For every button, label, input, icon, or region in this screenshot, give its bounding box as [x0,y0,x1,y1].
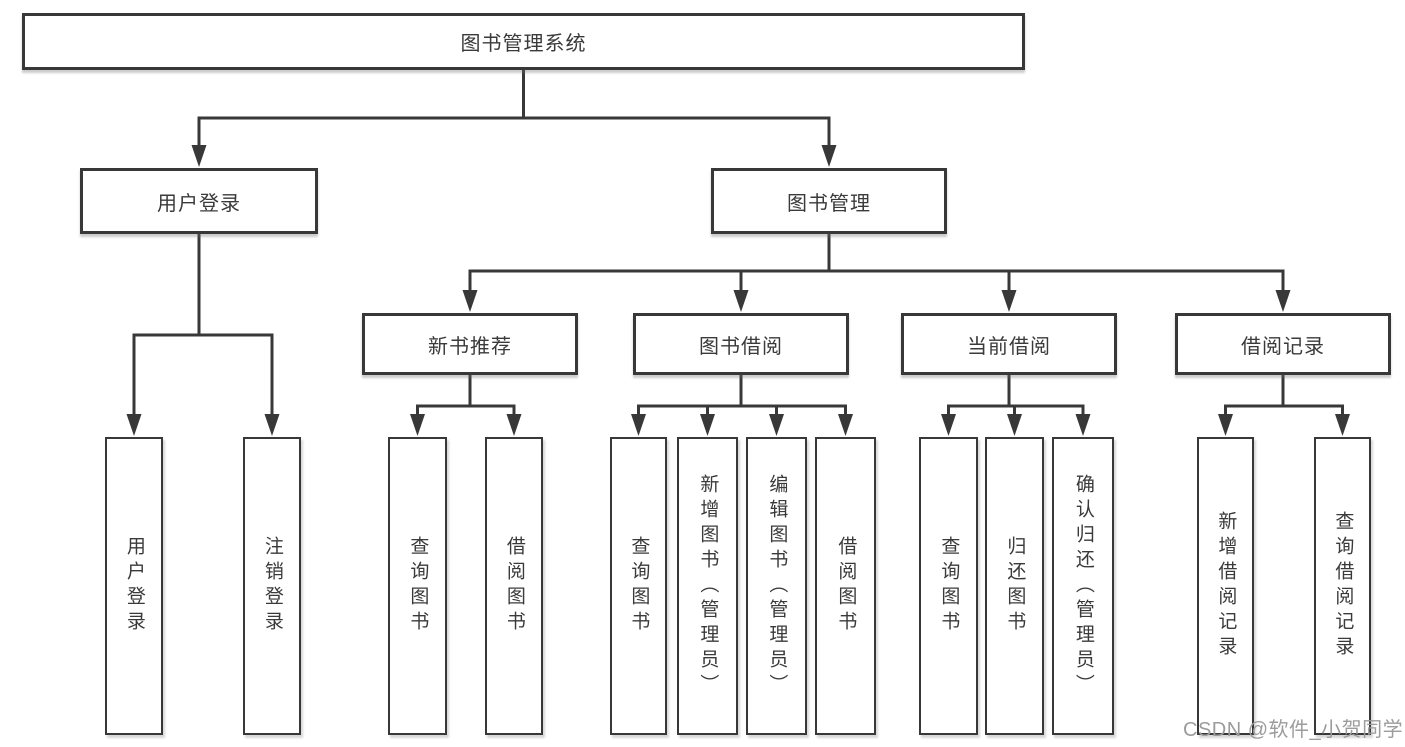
leaf-confirm-return-admin: 确认归还（管理员） [1052,437,1114,735]
connector-new-books-children [410,375,522,436]
node-book-borrowing-label: 图书借阅 [699,335,783,358]
node-current-borrowing: 当前借阅 [901,313,1117,375]
connector-user-login-children [126,234,280,436]
node-book-mgmt-label: 图书管理 [787,192,871,215]
connector-current-borrowing-children [941,375,1091,436]
leaf-add-book-admin-label: 新增图书（管理员） [697,473,719,699]
leaf-edit-book-admin-label: 编辑图书（管理员） [766,473,788,699]
leaf-borrow-books-recommend: 借阅图书 [485,437,543,735]
leaf-add-borrow-record-label: 新增借阅记录 [1215,511,1237,661]
leaf-borrow-books-label: 借阅图书 [835,536,857,636]
leaf-query-books-borrowing-label: 查询图书 [628,536,650,636]
leaf-return-books-label: 归还图书 [1004,536,1026,636]
node-book-mgmt: 图书管理 [711,168,947,234]
leaf-borrow-books: 借阅图书 [815,437,876,735]
node-user-login-label: 用户登录 [157,192,241,215]
node-new-books-label: 新书推荐 [428,335,512,358]
connector-book-borrowing-children [631,375,853,436]
node-borrow-records: 借阅记录 [1175,313,1391,375]
leaf-query-books-current: 查询图书 [919,437,978,735]
connector-book-mgmt-to-level3 [462,234,1291,312]
csdn-watermark: CSDN @软件_小贺同学 [1183,719,1404,741]
leaf-query-borrow-record-label: 查询借阅记录 [1332,511,1354,661]
leaf-user-login: 用户登录 [105,437,163,735]
connector-borrow-records-children [1218,375,1350,436]
leaf-query-borrow-record: 查询借阅记录 [1314,437,1371,735]
node-root: 图书管理系统 [22,13,1025,70]
leaf-logout-label: 注销登录 [261,536,283,636]
leaf-return-books: 归还图书 [985,437,1044,735]
leaf-user-login-label: 用户登录 [123,536,145,636]
leaf-logout: 注销登录 [243,437,301,735]
node-new-books: 新书推荐 [362,313,578,375]
leaf-borrow-books-recommend-label: 借阅图书 [503,536,525,636]
node-user-login: 用户登录 [80,168,318,234]
leaf-edit-book-admin: 编辑图书（管理员） [746,437,807,735]
node-book-borrowing: 图书借阅 [633,313,849,375]
leaf-confirm-return-admin-label: 确认归还（管理员） [1072,473,1094,699]
leaf-query-books-current-label: 查询图书 [938,536,960,636]
leaf-query-books-borrowing: 查询图书 [610,437,667,735]
node-current-borrowing-label: 当前借阅 [967,335,1051,358]
node-borrow-records-label: 借阅记录 [1241,335,1325,358]
leaf-add-borrow-record: 新增借阅记录 [1197,437,1254,735]
leaf-query-books-recommend-label: 查询图书 [407,536,429,636]
node-root-label: 图书管理系统 [460,33,587,55]
connector-root-to-level2 [191,70,837,167]
leaf-query-books-recommend: 查询图书 [388,437,447,735]
leaf-add-book-admin: 新增图书（管理员） [677,437,738,735]
